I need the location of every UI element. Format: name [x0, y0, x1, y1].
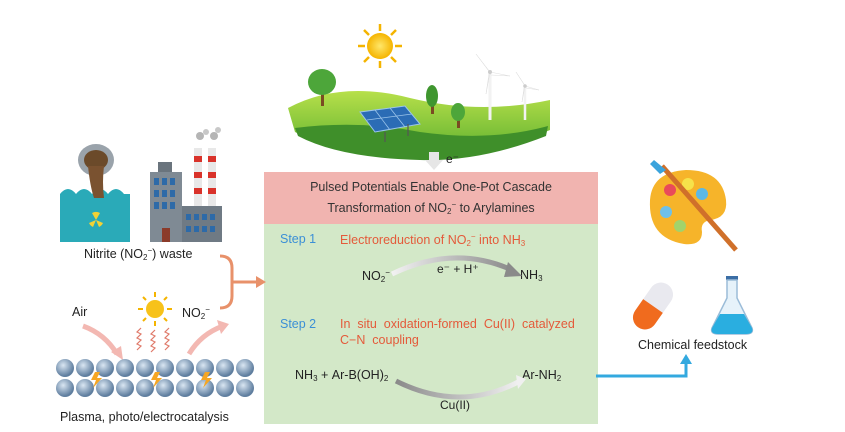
- renewable-landscape-illustration: [288, 24, 550, 161]
- step1-reagent: e⁻ + H⁺: [437, 262, 479, 276]
- factory-icon: [150, 127, 222, 242]
- step1-label: Step 1: [280, 232, 317, 246]
- step2-description-line2: C−N coupling: [340, 333, 419, 347]
- air-label: Air: [72, 305, 88, 319]
- step1-reaction-arrow: [390, 255, 522, 277]
- chemical-feedstock-label: Chemical feedstock: [638, 338, 748, 352]
- inputs-merge-arrow: [219, 254, 266, 310]
- tree-icon: [426, 85, 438, 114]
- step1-reactant: NO2−: [362, 268, 390, 284]
- catalysis-illustration: [56, 292, 254, 397]
- radiation-icon: [88, 211, 104, 228]
- title-line-2: Transformation of NO2− to Arylamines: [327, 200, 535, 216]
- step2-reactants: NH3 + Ar-B(OH)2: [295, 368, 389, 383]
- step2-product: Ar-NH2: [522, 368, 562, 383]
- wind-turbine-icon: [515, 71, 540, 120]
- output-arrow: [596, 354, 692, 378]
- title-box: Pulsed Potentials Enable One-Pot Cascade…: [264, 172, 598, 224]
- capsule-icon: [632, 282, 674, 330]
- tree-icon: [308, 69, 336, 106]
- catalysis-label: Plasma, photo/electrocatalysis: [60, 410, 229, 424]
- paint-palette-icon: [649, 160, 738, 252]
- sun-icon: [358, 24, 402, 68]
- nitrite-waste-label: Nitrite (NO2−) waste: [84, 246, 193, 262]
- nitrite-waste-illustration: [60, 127, 222, 242]
- solar-panel-icon: [359, 105, 421, 142]
- title-line-1: Pulsed Potentials Enable One-Pot Cascade: [310, 180, 552, 194]
- reaction-steps-box: [264, 224, 598, 424]
- flask-icon: [710, 276, 754, 335]
- sun-icon: [138, 292, 172, 326]
- electron-label: e⁻: [446, 152, 460, 166]
- no2-label: NO2−: [182, 305, 210, 321]
- electron-down-arrow: [425, 152, 443, 170]
- step1-product: NH3: [520, 268, 543, 283]
- step2-reaction-arrow: [394, 375, 526, 400]
- step2-description-line1: In situ oxidation-formed Cu(II) catalyze…: [340, 317, 575, 331]
- step2-label: Step 2: [280, 317, 317, 331]
- step2-catalyst: Cu(II): [440, 398, 470, 412]
- tree-icon: [451, 103, 465, 128]
- wind-turbine-icon: [475, 53, 511, 120]
- step1-description: Electroreduction of NO2− into NH3: [340, 232, 526, 248]
